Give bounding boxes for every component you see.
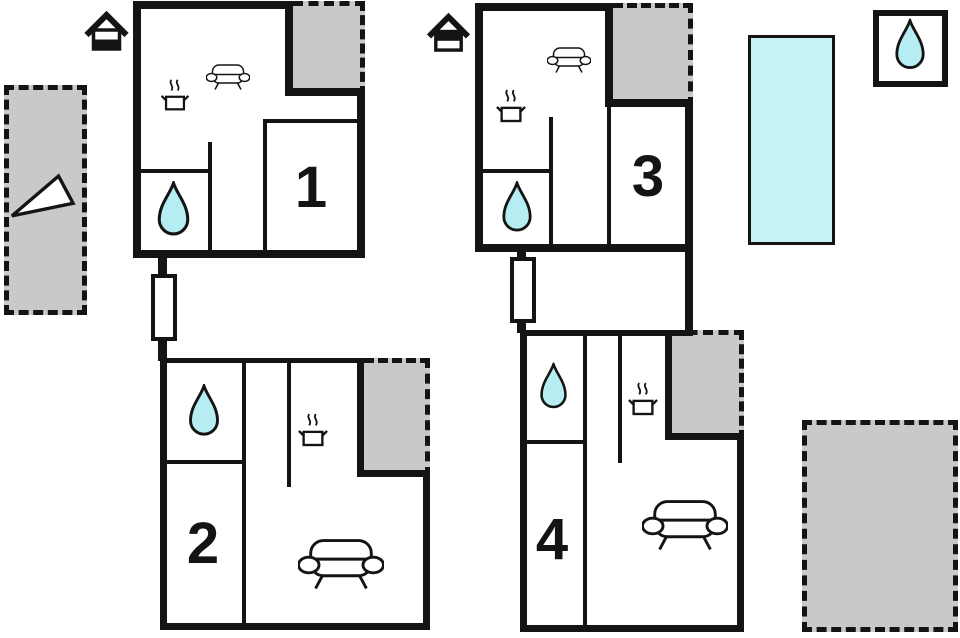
wall	[423, 470, 430, 630]
wall	[263, 119, 361, 123]
wall	[583, 336, 587, 625]
wall	[517, 250, 526, 260]
wall	[208, 142, 212, 250]
pool-area	[748, 35, 835, 245]
door-connector-icon	[510, 257, 536, 323]
wall	[242, 358, 246, 623]
cooking-pot-icon	[628, 380, 658, 418]
wall	[158, 254, 167, 277]
wall	[133, 250, 365, 258]
water-drop-icon	[539, 361, 568, 412]
wall	[483, 169, 552, 173]
wall	[263, 119, 267, 250]
room-number: 2	[186, 511, 220, 576]
wall	[475, 3, 613, 11]
wall	[133, 1, 141, 258]
wall	[607, 107, 611, 244]
wall	[520, 330, 693, 336]
wall	[357, 470, 430, 477]
wall	[618, 336, 622, 463]
wall	[167, 460, 246, 464]
room-number: 3	[631, 144, 665, 209]
wall	[549, 117, 553, 244]
wall	[605, 99, 693, 107]
wall	[520, 625, 744, 632]
wall	[527, 440, 587, 444]
door-connector-icon	[151, 274, 177, 341]
terrace-unit-2	[364, 358, 430, 477]
room-number: 1	[294, 155, 328, 220]
wall	[665, 433, 744, 440]
terrace-unit-4	[672, 330, 744, 440]
sofa-icon	[642, 499, 728, 551]
terrace-unit-3	[613, 3, 693, 107]
wall	[160, 358, 167, 630]
wall	[357, 358, 364, 477]
wall	[285, 1, 293, 96]
wall	[520, 330, 527, 632]
wall	[737, 433, 744, 632]
wall	[287, 358, 291, 487]
wall	[517, 321, 526, 333]
wall	[665, 330, 672, 440]
wall	[285, 88, 365, 96]
terrace-unit-1	[293, 1, 365, 96]
wall	[133, 1, 293, 9]
wall	[605, 3, 613, 107]
terrace-area-bottom-right	[802, 420, 958, 632]
wall	[137, 169, 212, 173]
wall	[158, 339, 167, 361]
wall	[160, 623, 430, 630]
wall	[475, 3, 483, 252]
wall	[160, 358, 364, 363]
room-number: 4	[535, 507, 569, 572]
wall	[357, 88, 365, 258]
wall	[475, 244, 693, 252]
wall	[685, 99, 693, 336]
